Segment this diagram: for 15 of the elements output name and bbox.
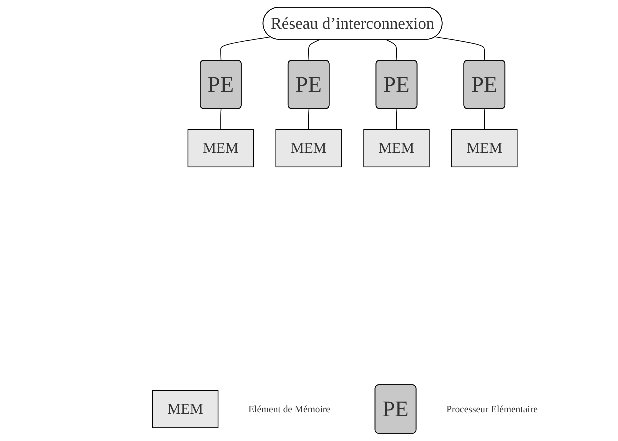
connector <box>435 36 486 62</box>
node-label: = Elément de Mémoire <box>240 404 330 415</box>
connector <box>484 108 486 130</box>
connector <box>396 108 398 130</box>
connector <box>220 36 272 62</box>
connector <box>220 108 222 130</box>
connector <box>386 40 398 62</box>
node-box: MEM <box>364 129 430 168</box>
node-box: MEM <box>276 129 342 168</box>
node-box: MEM <box>188 129 254 168</box>
connector <box>308 40 320 62</box>
node-box: MEM <box>452 129 518 168</box>
node-label: = Processeur Elémentaire <box>438 404 538 415</box>
node-box: MEM <box>152 390 219 428</box>
connector <box>308 108 310 130</box>
